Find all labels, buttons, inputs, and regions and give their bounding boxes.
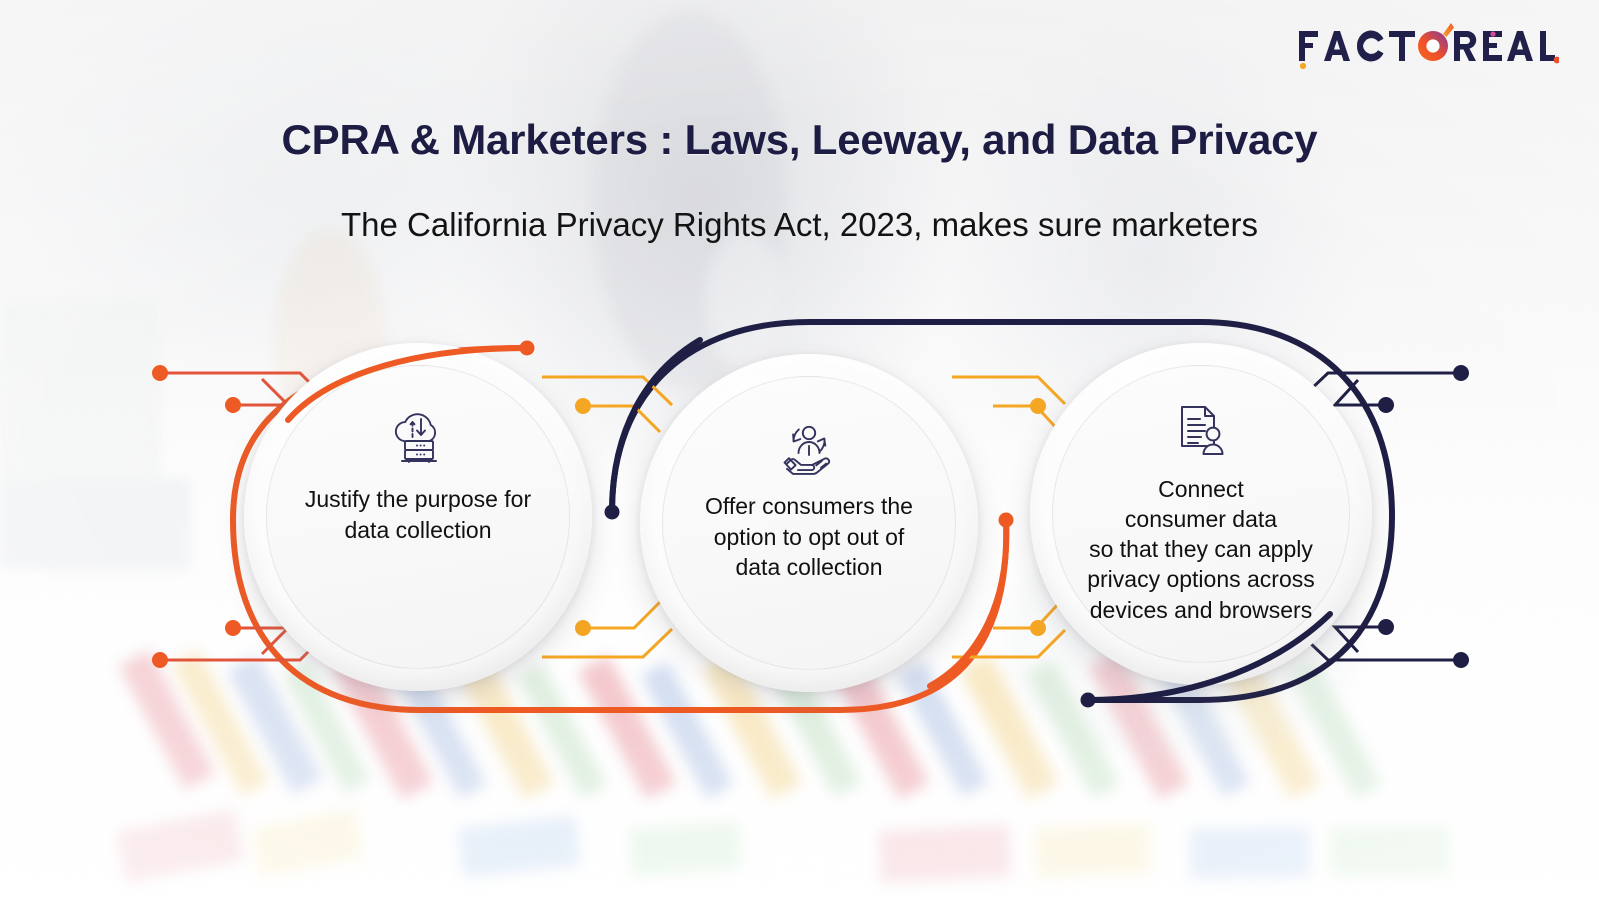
process-node-1-caption: Justify the purpose for data collection (304, 486, 532, 543)
process-node-3-caption: Connect consumer data so that they can a… (1087, 476, 1315, 623)
cloud-data-transfer-icon (387, 412, 449, 472)
process-node-2-inner: Offer consumers the option to opt out of… (662, 376, 956, 670)
page-title: CPRA & Marketers : Laws, Leeway, and Dat… (281, 116, 1318, 163)
process-node-2-caption: Offer consumers the option to opt out of… (705, 493, 913, 581)
document-user-profile-icon (1173, 404, 1229, 462)
process-node-3-inner: Connect consumer data so that they can a… (1052, 365, 1350, 663)
hand-holding-user-refresh-icon (776, 419, 842, 479)
process-node-1-inner: Justify the purpose for data collection (266, 365, 570, 669)
factoreal-logo (1297, 20, 1559, 70)
page-subtitle: The California Privacy Rights Act, 2023,… (340, 206, 1259, 243)
process-node-1[interactable]: Justify the purpose for data collection (244, 343, 592, 691)
process-node-3[interactable]: Connect consumer data so that they can a… (1030, 343, 1372, 685)
process-node-2[interactable]: Offer consumers the option to opt out of… (640, 354, 978, 692)
